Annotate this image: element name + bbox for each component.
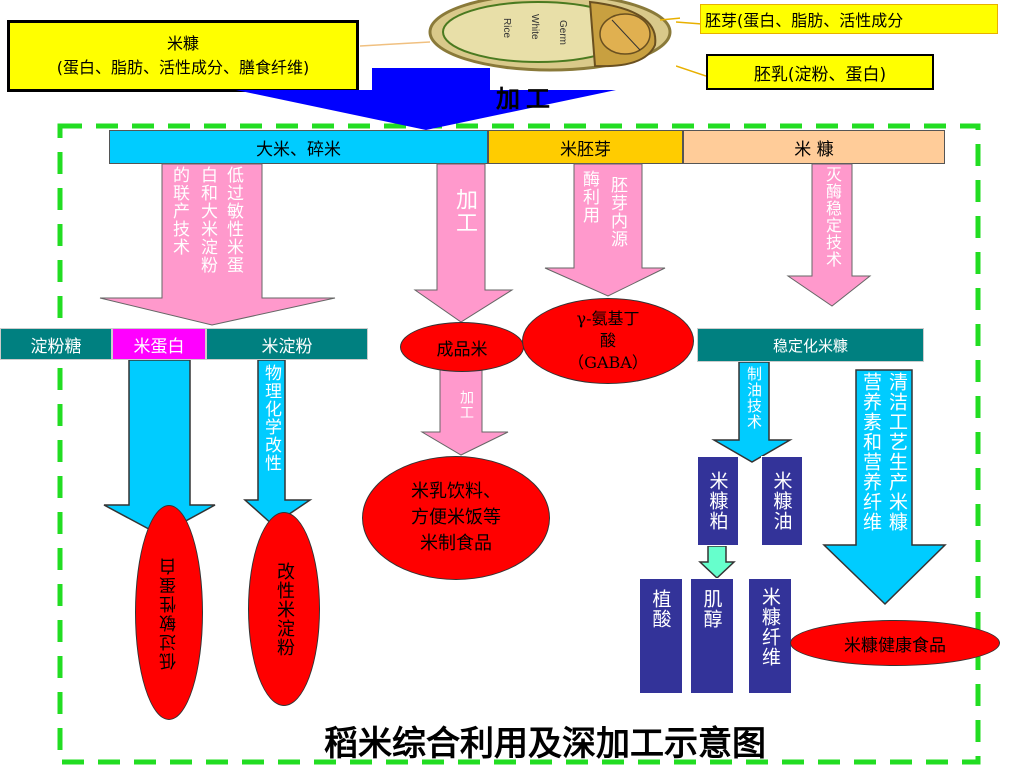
label-germ-source: 胚芽内源 [607, 176, 627, 248]
label-joint-tech-2: 白和大米淀粉 [197, 166, 217, 274]
bran-oil-text: 米糠油 [770, 471, 793, 531]
rice-grain-illustration: Rice White Germ [420, 0, 680, 72]
ellipse-finished-rice: 成品米 [400, 322, 524, 372]
bar-rice-broken-rice: 大米、碎米 [109, 130, 488, 164]
bran-leader-line [360, 41, 430, 47]
ellipse-bran-health-food: 米糠健康食品 [790, 620, 1000, 666]
label-joint-tech-3: 低过敏性米蛋 [223, 166, 243, 274]
ellipse-modified-starch: 改性米淀粉 [248, 512, 320, 706]
box-inositol: 肌醇 [690, 578, 734, 694]
rice-bran-note-title: 米糠 [166, 34, 199, 53]
low-allergy-protein-text: 低过敏性蛋白 [159, 555, 180, 670]
bar-stabilized-bran: 稳定化米糠 [697, 328, 924, 362]
label-oil-tech: 制油技术 [745, 366, 763, 430]
bar-starch-sugar: 淀粉糖 [0, 328, 112, 360]
bar-rice-protein: 米蛋白 [112, 328, 206, 360]
bran-fiber-text: 米糠纤维 [759, 587, 781, 667]
bar-rice-starch: 米淀粉 [206, 328, 368, 360]
ellipse-rice-foods: 米乳饮料、 方便米饭等 米制食品 [362, 456, 550, 580]
label-physchem: 物理化学改性 [261, 364, 281, 472]
ellipse-gaba: γ-氨基丁 酸 （GABA） [522, 298, 694, 384]
gaba-line-1: γ-氨基丁 [576, 309, 640, 328]
process-arrow-main [236, 68, 616, 130]
label-joint-tech-1: 的联产技术 [169, 166, 189, 256]
label-enzyme-kill: 灭酶稳定技术 [823, 166, 842, 268]
grain-label-rice: Rice [501, 18, 512, 38]
inositol-text: 肌醇 [700, 589, 723, 629]
box-bran-meal: 米糠粕 [697, 456, 739, 546]
grain-label-germ: Germ [557, 20, 568, 45]
label-enzyme: 酶利用 [579, 170, 599, 224]
note-leader-lines [676, 21, 706, 77]
rice-foods-line-2: 方便米饭等 [411, 507, 501, 528]
rice-bran-note: 米糠 (蛋白、脂肪、活性成分、膳食纤维) [7, 20, 359, 92]
box-bran-fiber: 米糠纤维 [748, 578, 792, 694]
rice-foods-line-1: 米乳饮料、 [411, 481, 501, 502]
bran-meal-text: 米糠粕 [706, 471, 729, 531]
ellipse-low-allergy-protein: 低过敏性蛋白 [135, 505, 203, 720]
grain-label-white: White [529, 14, 540, 40]
phytic-acid-text: 植酸 [649, 589, 672, 629]
label-clean-2: 清洁工艺生产米糠 [886, 372, 908, 532]
endosperm-note: 胚乳(淀粉、蛋白) [706, 54, 934, 90]
rice-foods-line-3: 米制食品 [420, 533, 492, 554]
bar-rice-germ: 米胚芽 [488, 130, 683, 164]
label-clean-1: 营养素和营养纤维 [860, 372, 882, 532]
rice-bran-note-detail: (蛋白、脂肪、活性成分、膳食纤维) [56, 58, 310, 77]
embryo-note: 胚芽(蛋白、脂肪、活性成分 [700, 4, 998, 34]
diagram-title: 稻米综合利用及深加工示意图 [324, 723, 766, 764]
label-process: 加工 [452, 188, 477, 234]
modified-starch-text: 改性米淀粉 [274, 561, 295, 657]
process-arrow-label: 加工 [496, 84, 556, 113]
gaba-line-3: （GABA） [568, 353, 648, 372]
label-process-small: 加工 [458, 390, 474, 420]
gaba-line-2: 酸 [599, 331, 616, 350]
box-phytic-acid: 植酸 [639, 578, 683, 694]
box-bran-oil: 米糠油 [761, 456, 803, 546]
